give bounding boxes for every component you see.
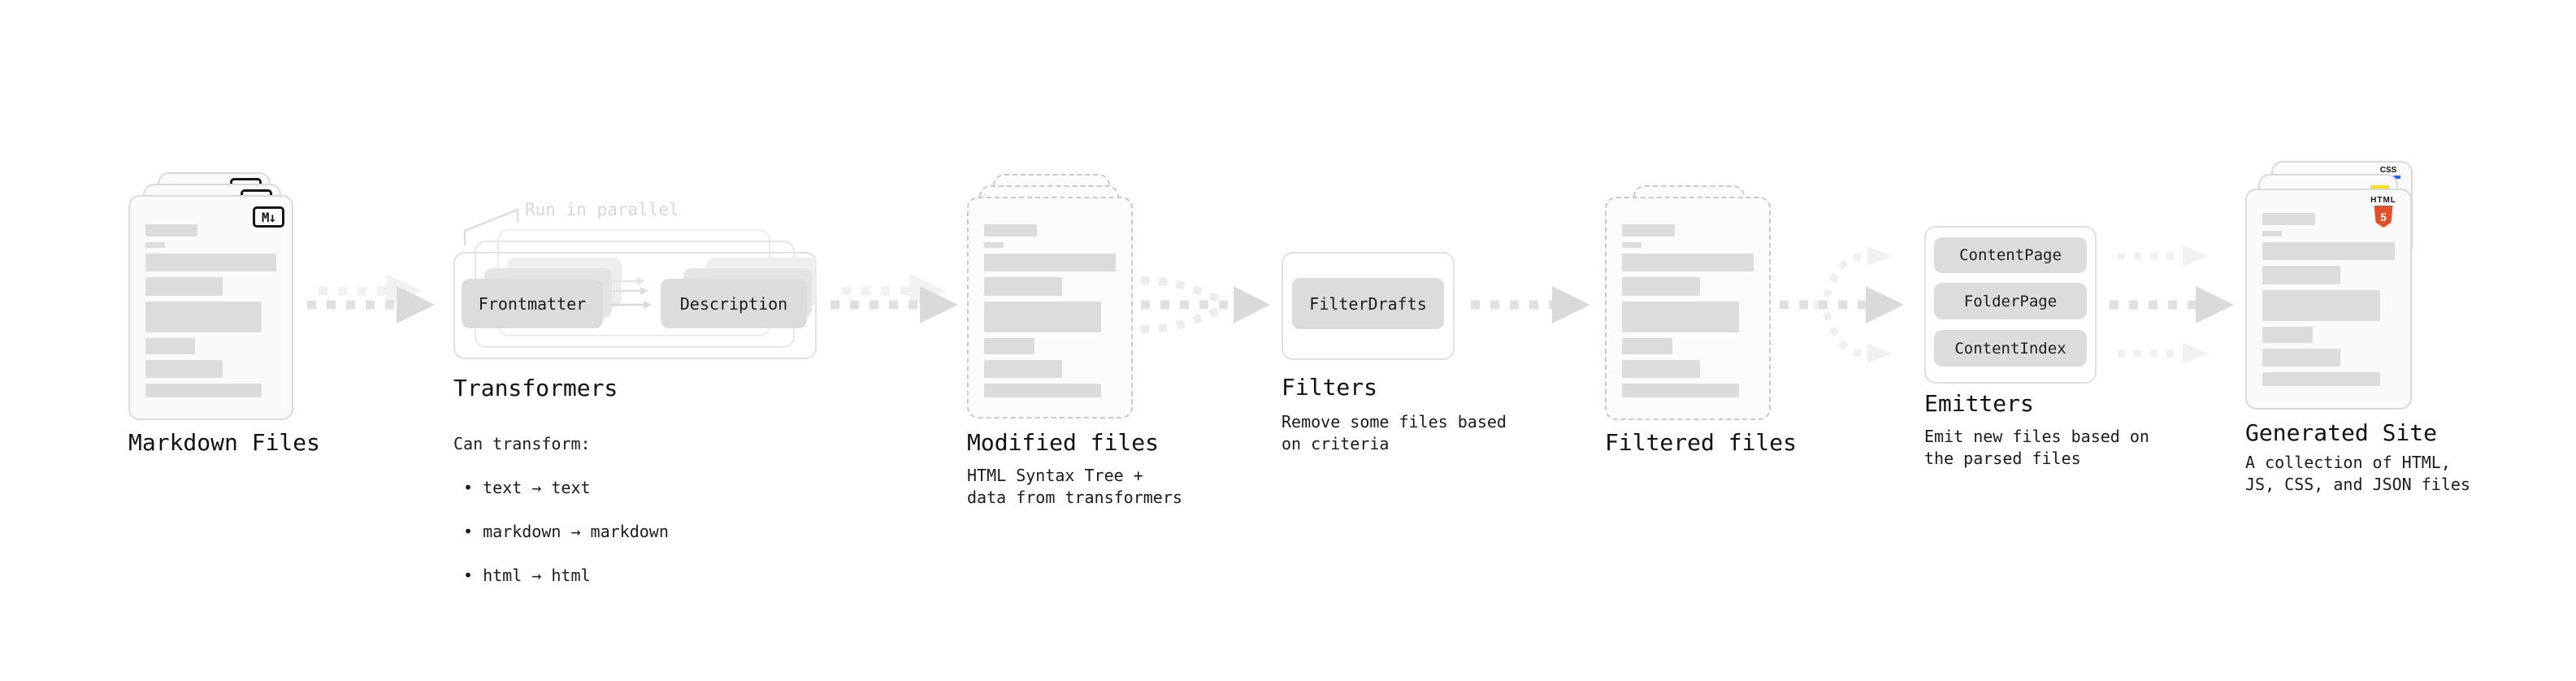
doc-text-bars xyxy=(984,224,1116,397)
description-chip: Description xyxy=(661,279,807,328)
run-in-parallel-annotation: Run in parallel xyxy=(525,200,679,219)
doc-text-bar xyxy=(1622,384,1740,397)
doc-text-bar xyxy=(145,338,196,354)
doc-text-bar xyxy=(1622,301,1740,332)
flow-arrow-modified-to-filters xyxy=(1140,276,1270,333)
doc-text-bar xyxy=(984,224,1037,236)
emitters-title: Emitters xyxy=(1924,390,2034,417)
css-icon-text: CSS xyxy=(2379,166,2397,175)
doc-text-bar xyxy=(2262,372,2381,386)
doc-text-bar xyxy=(2262,213,2316,225)
doc-text-bar xyxy=(2262,290,2381,321)
generated-site-card-html: HTML 5 xyxy=(2245,189,2412,410)
run-in-parallel-callout-line xyxy=(463,208,519,245)
doc-text-bar xyxy=(1622,277,1700,296)
flow-arrow-filtered-to-emitters xyxy=(1780,246,1904,363)
transformers-title: Transformers xyxy=(453,375,618,401)
doc-text-bar xyxy=(984,301,1102,332)
doc-text-bar xyxy=(984,277,1062,296)
flow-arrow-markdown-to-transformers xyxy=(307,274,435,323)
filtered-file-card-front xyxy=(1605,197,1771,420)
contentindex-chip: ContentIndex xyxy=(1934,330,2087,367)
doc-text-bar xyxy=(1622,360,1700,378)
generated-site-label: Generated Site xyxy=(2245,419,2438,446)
emitters-description: Emit new files based on the parsed files xyxy=(1924,427,2149,468)
html5-icon: HTML 5 xyxy=(2366,196,2400,228)
doc-text-bars xyxy=(145,224,276,397)
modified-file-card-front xyxy=(967,197,1133,419)
doc-text-bars xyxy=(1622,224,1754,397)
doc-text-bar xyxy=(984,242,1004,248)
parallel-run-arrows xyxy=(609,277,652,309)
frontmatter-chip: Frontmatter xyxy=(462,279,603,328)
doc-text-bar xyxy=(984,360,1062,378)
doc-text-bar xyxy=(2262,327,2313,343)
doc-text-bar xyxy=(145,277,223,296)
html5-icon-word: HTML xyxy=(2370,196,2396,205)
doc-text-bar xyxy=(145,360,223,378)
doc-text-bar xyxy=(1622,338,1672,354)
transformers-desc-heading: Can transform: xyxy=(453,434,591,453)
doc-text-bar xyxy=(1622,242,1642,248)
transformers-description: Can transform: • text → text • markdown … xyxy=(453,411,669,609)
modified-files-label: Modified files xyxy=(967,429,1160,456)
filters-description: Remove some files based on criteria xyxy=(1281,412,1507,453)
doc-text-bar xyxy=(1622,254,1754,271)
flow-arrow-transformers-to-modified xyxy=(830,274,958,323)
filters-title: Filters xyxy=(1281,374,1378,401)
filterdrafts-chip: FilterDrafts xyxy=(1292,278,1444,329)
flow-arrow-filters-to-filtered xyxy=(1471,286,1590,323)
doc-text-bar xyxy=(145,242,166,248)
transformers-bullet: • html → html xyxy=(463,566,591,585)
doc-text-bar xyxy=(145,224,198,236)
doc-text-bar xyxy=(984,254,1116,271)
doc-text-bar xyxy=(2262,266,2341,284)
doc-text-bar xyxy=(1622,224,1675,236)
doc-text-bar xyxy=(2262,231,2283,236)
doc-text-bar xyxy=(2262,349,2341,367)
doc-text-bar xyxy=(145,254,276,271)
html5-icon-shield: 5 xyxy=(2374,206,2393,228)
doc-text-bar xyxy=(145,384,262,397)
transformers-frame-front xyxy=(453,252,817,359)
flow-arrow-emitters-to-generated xyxy=(2110,245,2234,364)
filtered-files-label: Filtered files xyxy=(1605,429,1798,456)
doc-text-bar xyxy=(984,384,1102,397)
doc-text-bar xyxy=(2262,242,2395,260)
doc-text-bars xyxy=(2262,213,2395,386)
folderpage-chip: FolderPage xyxy=(1934,283,2087,319)
markdown-icon: M↓ xyxy=(253,206,284,228)
doc-text-bar xyxy=(984,338,1034,354)
transformers-bullet: • markdown → markdown xyxy=(463,522,669,541)
markdown-files-label: Markdown Files xyxy=(128,429,321,456)
generated-site-description: A collection of HTML, JS, CSS, and JSON … xyxy=(2245,453,2470,494)
doc-text-bar xyxy=(145,301,262,332)
markdown-file-card-front: M↓ xyxy=(128,195,293,420)
html5-icon-number: 5 xyxy=(2380,210,2387,223)
modified-files-description: HTML Syntax Tree + data from transformer… xyxy=(967,466,1182,507)
contentpage-chip: ContentPage xyxy=(1934,237,2087,273)
transformers-bullet: • text → text xyxy=(463,478,591,497)
